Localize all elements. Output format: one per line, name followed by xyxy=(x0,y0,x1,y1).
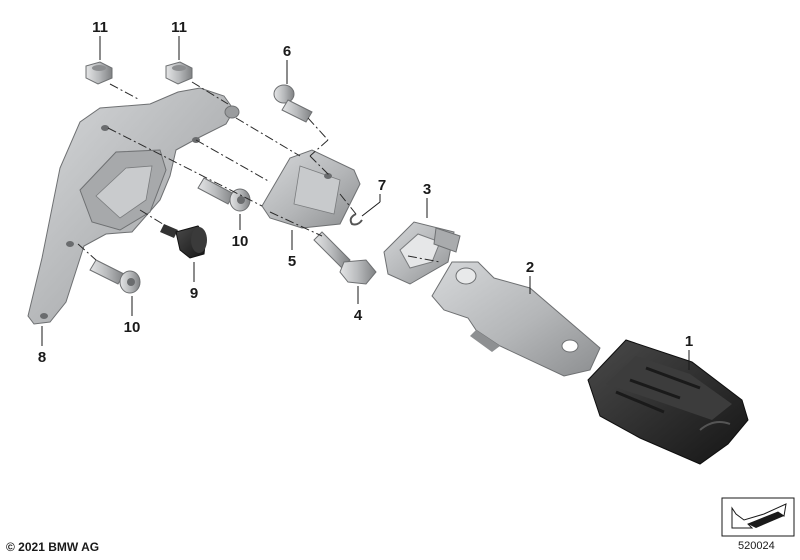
nut-part xyxy=(165,61,193,85)
callout-2: 2 xyxy=(526,259,534,276)
callout-4: 4 xyxy=(354,307,363,324)
callout-11-left: 11 xyxy=(92,19,108,36)
bolt-part xyxy=(197,177,251,212)
callout-10-lower: 10 xyxy=(124,319,141,336)
callout-11-right: 11 xyxy=(171,19,187,36)
leader-lines xyxy=(41,36,690,370)
callout-10-upper: 10 xyxy=(232,233,249,250)
callout-9: 9 xyxy=(190,285,198,302)
bolt-part xyxy=(273,84,313,123)
bracket-part xyxy=(27,87,240,325)
view-direction-icon xyxy=(721,497,795,537)
callout-8: 8 xyxy=(38,349,46,366)
callout-3: 3 xyxy=(423,181,431,198)
assembly-lines xyxy=(77,81,441,263)
clip-part xyxy=(349,213,363,226)
mounting-plate-part xyxy=(261,149,361,229)
rubber-knob-part xyxy=(160,224,207,259)
bolt-part xyxy=(89,259,141,294)
foot-peg-part xyxy=(587,339,749,465)
copyright-text: © 2021 BMW AG xyxy=(6,540,100,554)
callout-1: 1 xyxy=(685,333,693,350)
callout-7: 7 xyxy=(378,177,386,194)
bolt-part xyxy=(313,231,377,285)
diagram-id-text: 520024 xyxy=(738,540,775,552)
footrest-bracket-part xyxy=(431,261,601,377)
bushing-part xyxy=(383,221,461,285)
nut-part xyxy=(85,61,113,85)
callout-5: 5 xyxy=(288,253,296,270)
callout-6: 6 xyxy=(283,43,291,60)
callout-labels: 11 11 6 7 3 2 1 5 4 9 10 10 8 xyxy=(38,19,693,366)
